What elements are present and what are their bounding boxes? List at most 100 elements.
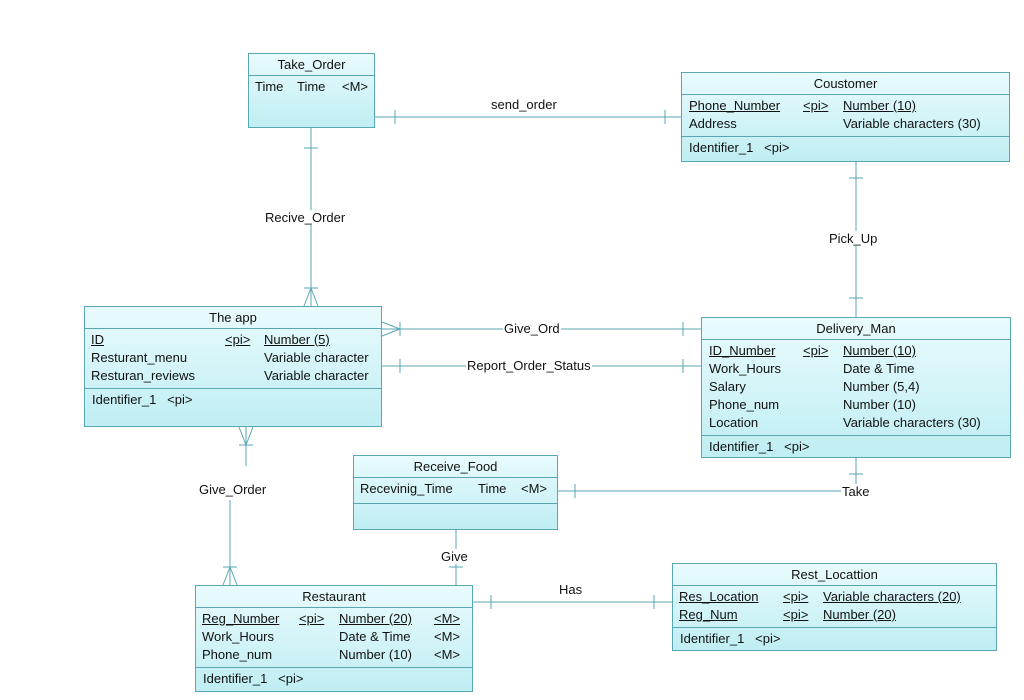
entity-divider	[354, 503, 557, 504]
attr-flag: <M>	[342, 79, 369, 94]
identifier: Identifier_1 <pi>	[92, 392, 193, 407]
entity-take-order[interactable]: Take_Order Time Time <M>	[248, 53, 375, 128]
entity-restaurant[interactable]: Restaurant Reg_Number <pi> Number (20) <…	[195, 585, 473, 692]
crowfoot-recive-order-a	[303, 287, 312, 307]
identifier: Identifier_1 <pi>	[680, 631, 781, 646]
attr-name: Reg_Num	[679, 607, 738, 622]
attribute-row: Reg_Number <pi> Number (20) <M>	[196, 610, 472, 628]
crowfoot-give-ord-b	[381, 328, 401, 337]
attribute-row: Reg_Num <pi> Number (20)	[673, 606, 996, 624]
attr-type: Variable character	[264, 350, 369, 365]
attr-flag: <M>	[434, 647, 461, 662]
attr-key: <pi>	[783, 589, 809, 604]
attribute-list: Reg_Number <pi> Number (20) <M> Work_Hou…	[196, 608, 472, 668]
attribute-row: Phone_num Number (10)	[702, 396, 1010, 414]
attr-key: <pi>	[783, 607, 809, 622]
line-take	[557, 458, 857, 492]
attr-type: Variable characters (30)	[843, 415, 981, 430]
attribute-list: Phone_Number <pi> Number (10) Address Va…	[682, 95, 1009, 137]
attr-name: Reg_Number	[202, 611, 280, 626]
attribute-row: Work_Hours Date & Time	[702, 360, 1010, 378]
attr-key: <pi>	[803, 343, 829, 358]
attr-type: Variable characters (30)	[843, 116, 981, 131]
rel-label-pick-up: Pick_Up	[828, 231, 879, 246]
attr-type: Number (20)	[339, 611, 412, 626]
attr-name: Res_Location	[679, 589, 759, 604]
rel-label-recive-order: Recive_Order	[264, 210, 347, 225]
attribute-row: Res_Location <pi> Variable characters (2…	[673, 588, 996, 606]
attr-type: Time	[478, 481, 507, 496]
entity-delivery-man[interactable]: Delivery_Man ID_Number <pi> Number (10) …	[701, 317, 1011, 458]
attr-type: Date & Time	[339, 629, 411, 644]
crowfoot-give-order-top-a	[238, 426, 247, 446]
attribute-row: Address Variable characters (30)	[682, 115, 1009, 133]
attribute-row: Recevinig_Time Time <M>	[354, 480, 557, 498]
attr-type: Number (10)	[843, 343, 916, 358]
entity-rest-location[interactable]: Rest_Locattion Res_Location <pi> Variabl…	[672, 563, 997, 651]
identifier: Identifier_1 <pi>	[203, 671, 304, 686]
attr-type: Number (10)	[339, 647, 412, 662]
identifier: Identifier_1 <pi>	[689, 140, 790, 155]
attribute-row: Phone_Number <pi> Number (10)	[682, 97, 1009, 115]
entity-title: Take_Order	[249, 54, 374, 76]
attr-name: Address	[689, 116, 737, 131]
attr-name: Phone_num	[202, 647, 273, 662]
attr-name: Phone_Number	[689, 98, 781, 113]
rel-label-report-order-status: Report_Order_Status	[466, 358, 592, 373]
attr-name: ID_Number	[709, 343, 776, 358]
attribute-row: Resturant_menu Variable character	[85, 349, 381, 367]
rel-label-give-order: Give_Order	[198, 482, 268, 497]
entity-title: Coustomer	[682, 73, 1009, 95]
attr-flag: <M>	[434, 629, 461, 644]
attr-name: Phone_num	[709, 397, 780, 412]
attr-name: Salary	[709, 379, 746, 394]
attr-type: Date & Time	[843, 361, 915, 376]
entity-title: Delivery_Man	[702, 318, 1010, 340]
attr-type: Time	[297, 79, 326, 94]
attr-type: Variable characters (20)	[823, 589, 961, 604]
attr-key: <pi>	[299, 611, 325, 626]
rel-label-take: Take	[841, 484, 871, 499]
attr-name: Resturan_reviews	[91, 368, 196, 383]
attr-name: Location	[709, 415, 759, 430]
attr-type: Number (5)	[264, 332, 330, 347]
rel-label-has: Has	[558, 582, 584, 597]
entity-app[interactable]: The app ID <pi> Number (5) Resturant_men…	[84, 306, 382, 427]
attribute-row: Phone_num Number (10) <M>	[196, 646, 472, 664]
entity-title: Receive_Food	[354, 456, 557, 478]
attribute-list: Time Time <M>	[249, 76, 374, 99]
attribute-row: Resturan_reviews Variable character	[85, 367, 381, 385]
attribute-row: Location Variable characters (30)	[702, 414, 1010, 432]
entity-title: The app	[85, 307, 381, 329]
attr-name: Work_Hours	[709, 361, 782, 376]
rel-label-give: Give	[440, 549, 469, 564]
identifier: Identifier_1 <pi>	[709, 439, 810, 454]
attr-name: Work_Hours	[202, 629, 275, 644]
rel-label-send-order: send_order	[490, 97, 558, 112]
attr-type: Number (10)	[843, 98, 916, 113]
attr-type: Number (20)	[823, 607, 896, 622]
crowfoot-give-ord-a	[381, 321, 401, 330]
attribute-row: Salary Number (5,4)	[702, 378, 1010, 396]
attr-flag: <M>	[434, 611, 461, 626]
attr-type: Number (10)	[843, 397, 916, 412]
attribute-list: Recevinig_Time Time <M>	[354, 478, 557, 501]
attribute-row: ID_Number <pi> Number (10)	[702, 342, 1010, 360]
attr-type: Number (5,4)	[843, 379, 920, 394]
attribute-row: ID <pi> Number (5)	[85, 331, 381, 349]
attr-name: ID	[91, 332, 104, 347]
attr-name: Recevinig_Time	[360, 481, 453, 496]
crowfoot-give-order-bot-a	[222, 566, 231, 586]
entity-customer[interactable]: Coustomer Phone_Number <pi> Number (10) …	[681, 72, 1010, 162]
attr-type: Variable character	[264, 368, 369, 383]
attribute-row: Work_Hours Date & Time <M>	[196, 628, 472, 646]
attr-key: <pi>	[803, 98, 829, 113]
attr-name: Time	[255, 79, 284, 94]
rel-label-give-ord: Give_Ord	[503, 321, 561, 336]
entity-receive-food[interactable]: Receive_Food Recevinig_Time Time <M>	[353, 455, 558, 530]
attr-key: <pi>	[225, 332, 251, 347]
crowfoot-give-order-bot-b	[229, 566, 238, 586]
attribute-list: Res_Location <pi> Variable characters (2…	[673, 586, 996, 628]
attr-name: Resturant_menu	[91, 350, 188, 365]
entity-title: Restaurant	[196, 586, 472, 608]
